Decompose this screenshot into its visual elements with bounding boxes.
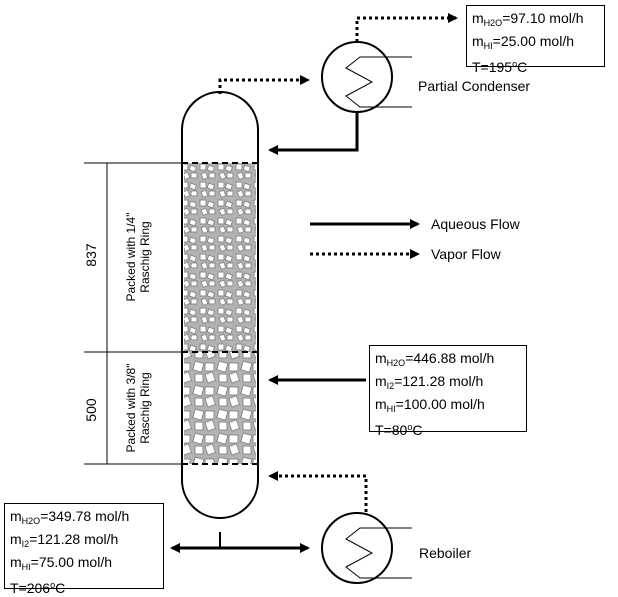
legend-vapor-label: Vapor Flow [431,246,501,262]
dimension-top-value: 837 [83,243,99,267]
dimension-bottom-value: 500 [83,398,99,422]
stream-line: T=206oC [10,580,66,596]
stream-line: mI2=121.28 mol/h [10,531,119,549]
reflux-line [268,112,359,155]
packing-top-label: Packed with 1/4" Raschig Ring [124,212,152,302]
stream-line: mHI=75.00 mol/h [10,554,113,572]
stream-line: mH2O=446.88 mol/h [375,350,495,368]
condenser-coil [345,56,412,108]
reboiler-shell [321,512,393,584]
condenser-shell [321,41,393,113]
stream-line: T=195oC [472,59,528,75]
vapor-line-from-reboiler [268,471,368,512]
stream-line: T=80oC [375,422,423,438]
vapor-line-to-condenser [218,75,310,94]
stream-line: mI2=121.28 mol/h [375,373,484,391]
packing-bottom-label: Packed with 3/8" Raschig Ring [124,363,152,453]
stream-line: mHI=100.00 mol/h [375,396,485,414]
bottoms-stream-box: mH2O=349.78 mol/h mI2=121.28 mol/h mHI=75.… [4,503,164,596]
feed-stream-box: mH2O=446.88 mol/h mI2=121.28 mol/h mHI=100… [369,345,527,438]
reboiler-label: Reboiler [419,545,472,561]
legend-aqueous-label: Aqueous Flow [431,216,520,232]
condenser-label: Partial Condenser [418,78,531,94]
stream-line: mH2O=97.10 mol/h [472,10,584,28]
packing-section-top [184,163,256,352]
vapor-line-condenser-out [355,13,458,42]
packing-section-bottom [184,352,256,464]
stream-line: mH2O=349.78 mol/h [10,508,130,526]
dimension-lines [84,162,182,465]
reboiler-coil [345,527,412,579]
stream-line: mHI=25.00 mol/h [472,33,575,51]
